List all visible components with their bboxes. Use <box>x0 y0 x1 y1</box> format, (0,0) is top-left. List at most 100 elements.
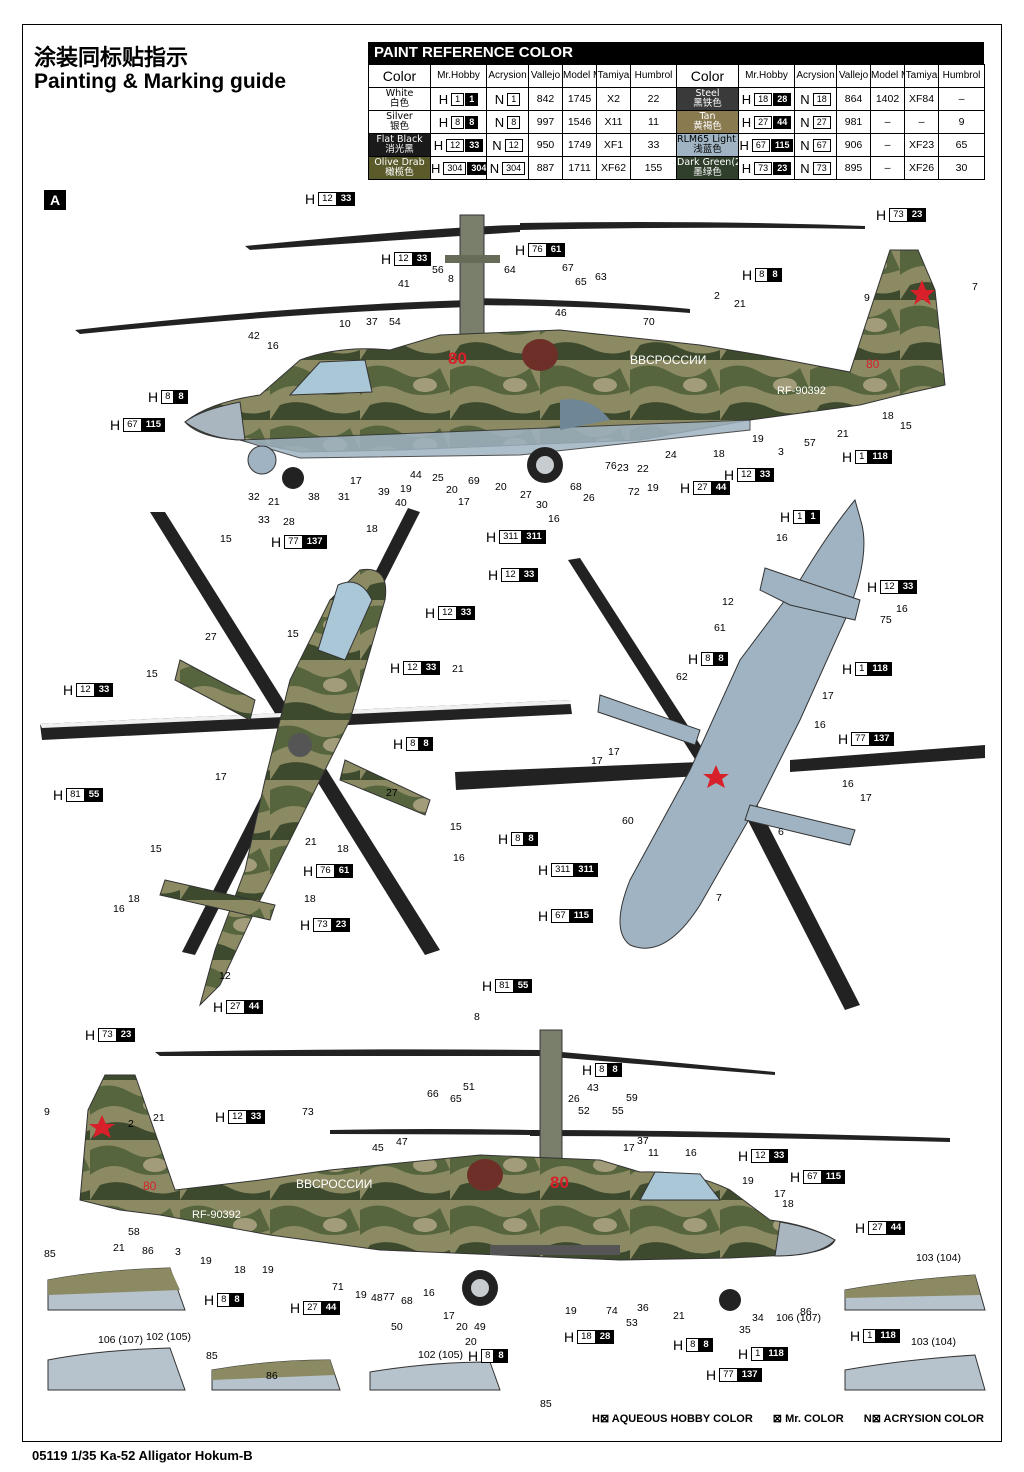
part-number-label: 21 <box>113 1242 125 1254</box>
paint-column-header: Mr.Hobby <box>738 64 795 88</box>
part-number-label: 16 <box>423 1287 435 1299</box>
part-number-label: 26 <box>583 492 595 504</box>
part-number-label: 15 <box>146 668 158 680</box>
part-number-label: 2 <box>714 290 720 302</box>
part-number-label: 66 <box>427 1088 439 1100</box>
part-number-label: 19 <box>200 1255 212 1267</box>
part-number-label: 19 <box>400 483 412 495</box>
part-number-label: 102 (105) <box>146 1331 191 1343</box>
part-number-label: 21 <box>837 428 849 440</box>
tamiya-code: XF23 <box>904 133 939 157</box>
part-number-label: 25 <box>432 472 444 484</box>
part-number-label: 21 <box>268 496 280 508</box>
part-number-label: 18 <box>234 1264 246 1276</box>
part-number-label: 16 <box>113 903 125 915</box>
part-number-label: 85 <box>206 1350 218 1362</box>
lower-rotor-blade-1 <box>75 300 470 334</box>
humbrol-code: 33 <box>630 133 677 157</box>
paint-color-swatch: RLM65 Light Blue浅蓝色 <box>676 133 739 157</box>
tactical-number-80-right: 80 <box>550 1173 569 1192</box>
tail-number-80: 80 <box>866 357 880 371</box>
part-number-label: 103 (104) <box>911 1336 956 1348</box>
part-number-label: 19 <box>647 482 659 494</box>
humbrol-code: 155 <box>630 156 677 180</box>
part-number-label: 12 <box>219 970 231 982</box>
part-number-label: 49 <box>474 1321 486 1333</box>
detail-insets <box>47 1267 986 1391</box>
part-number-label: 9 <box>864 292 870 304</box>
part-number-label: 67 <box>562 262 574 274</box>
part-number-label: 17 <box>822 690 834 702</box>
part-number-label: 45 <box>372 1142 384 1154</box>
part-number-label: 17 <box>591 755 603 767</box>
lower-rotor-blade-2 <box>470 298 690 313</box>
part-number-label: 17 <box>608 746 620 758</box>
part-number-label: 62 <box>676 671 688 683</box>
part-number-label: 70 <box>643 316 655 328</box>
part-number-label: 20 <box>446 484 458 496</box>
part-number-label: 16 <box>548 513 560 525</box>
part-number-label: 21 <box>305 836 317 848</box>
part-number-label: 27 <box>205 631 217 643</box>
part-number-label: 19 <box>565 1305 577 1317</box>
part-number-label: 106 (107) <box>98 1334 143 1346</box>
part-number-label: 8 <box>448 273 454 285</box>
part-number-label: 15 <box>900 420 912 432</box>
part-number-label: 11 <box>648 1147 659 1159</box>
title-english: Painting & Marking guide <box>34 70 287 93</box>
part-number-label: 18 <box>128 893 140 905</box>
paint-column-header: Acrysion <box>486 64 529 88</box>
registration-text-right: RF-90392 <box>192 1209 241 1221</box>
part-number-label: 52 <box>578 1105 590 1117</box>
part-number-label: 58 <box>128 1226 140 1238</box>
part-number-label: 46 <box>555 307 567 319</box>
part-number-label: 69 <box>468 475 480 487</box>
part-number-label: 3 <box>175 1246 181 1258</box>
vallejo-code: 895 <box>836 156 871 180</box>
part-number-label: 47 <box>396 1136 408 1148</box>
part-number-label: 44 <box>410 469 422 481</box>
legend-mr-color: ⊠ Mr. COLOR <box>772 1413 844 1425</box>
part-number-label: 30 <box>536 499 548 511</box>
part-number-label: 3 <box>778 446 784 458</box>
paint-column-header: Color <box>676 64 739 88</box>
part-number-label: 21 <box>734 298 746 310</box>
part-number-label: 40 <box>395 497 407 509</box>
part-number-label: 86 <box>800 1306 812 1318</box>
legend-acrysion: N⊠ ACRYSION COLOR <box>863 1413 984 1425</box>
air-force-text-right: BBCРОССИИ <box>296 1177 372 1191</box>
part-number-label: 16 <box>842 778 854 790</box>
part-number-label: 63 <box>595 271 607 283</box>
part-number-label: 19 <box>742 1175 754 1187</box>
model-master-code: 1402 <box>870 87 905 111</box>
part-number-label: 19 <box>752 433 764 445</box>
part-number-label: 41 <box>398 278 410 290</box>
part-number-label: 7 <box>972 281 978 293</box>
legend-aqueous: H⊠ AQUEOUS HOBBY COLOR <box>592 1413 753 1425</box>
part-number-label: 26 <box>568 1093 580 1105</box>
registration-text: RF-90392 <box>777 385 826 397</box>
